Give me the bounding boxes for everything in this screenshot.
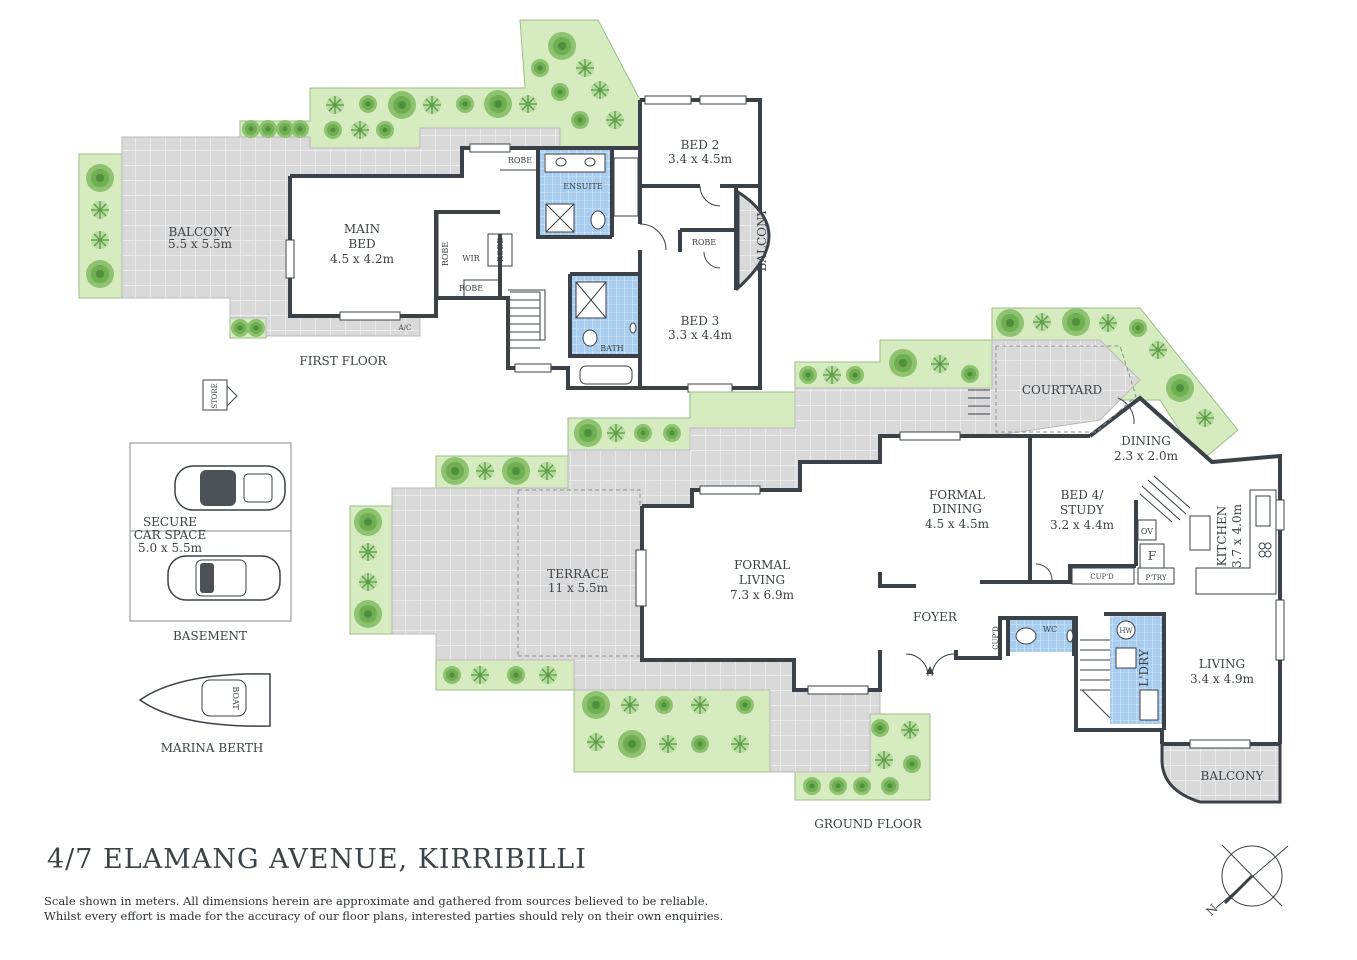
balcony-bed2-label: BALCONY [755, 207, 769, 271]
property-address: 4/7 ELAMANG AVENUE, KIRRIBILLI [47, 844, 587, 875]
oven-label: OV [1141, 527, 1153, 536]
courtyard-label: COURTYARD [1022, 383, 1102, 397]
ptry-label: P'TRY [1146, 574, 1167, 582]
ground-floor [349, 307, 1289, 909]
first-floor [78, 19, 771, 411]
balcony-first-label: BALCONY [169, 225, 233, 239]
cupd-label-bed4: CUP'D [1090, 573, 1114, 581]
formal-dining-label-2: DINING [932, 502, 982, 516]
marina-boat [138, 673, 271, 727]
store-label: STORE [211, 383, 219, 409]
marina-label: MARINA BERTH [161, 741, 264, 755]
wet-fixtures [1015, 620, 1159, 721]
living-dims: 3.4 x 4.9m [1190, 672, 1255, 686]
store-box [202, 379, 238, 411]
kitchen-fixtures [1071, 489, 1277, 595]
main-bed-dims: 4.5 x 4.2m [330, 252, 395, 266]
kitchen-dims: 3.7 x 4.0m [1230, 503, 1244, 568]
balcony-ground-paving [1160, 742, 1282, 804]
car-space-label-2: CAR SPACE [134, 528, 207, 542]
bath-label: BATH [600, 344, 624, 353]
dining-label: DINING [1121, 434, 1171, 448]
robe-label-ensuite: ROBE [508, 156, 532, 165]
compass-north-label: N [1203, 901, 1220, 918]
cupd-label-foyer: CUP'D [992, 626, 1000, 650]
first-floor-label: FIRST FLOOR [299, 354, 387, 368]
robe-label-wir: ROBE [459, 284, 483, 293]
balcony-first-dims: 5.5 x 5.5m [168, 237, 233, 251]
laundry-label: L'DRY [1137, 648, 1151, 687]
bed2-dims: 3.4 x 4.5m [668, 152, 733, 166]
hw-label: HW [1119, 627, 1133, 635]
car-icon-top [174, 465, 286, 511]
dining-dims: 2.3 x 2.0m [1114, 449, 1179, 463]
compass-icon [1215, 844, 1289, 909]
main-bed-label-2: BED [348, 237, 375, 251]
ac-label: A/C [398, 324, 412, 332]
disclaimer-line-2: Whilst every effort is made for the accu… [44, 909, 724, 923]
stairs-ground [968, 389, 1191, 719]
terrace-label: TERRACE [547, 567, 608, 581]
disclaimer: Scale shown in meters. All dimensions he… [44, 894, 723, 924]
car-icon-bottom [167, 555, 281, 601]
formal-living-label-1: FORMAL [734, 558, 790, 572]
formal-living-dims: 7.3 x 6.9m [730, 588, 795, 602]
bed4-label-1: BED 4/ [1061, 488, 1105, 502]
bed3-label: BED 3 [681, 314, 720, 328]
basement [129, 442, 292, 622]
kitchen-label: KITCHEN [1215, 506, 1229, 567]
ensuite-label: ENSUITE [563, 182, 603, 191]
car-space-label-1: SECURE [143, 515, 197, 529]
disclaimer-line-1: Scale shown in meters. All dimensions he… [44, 894, 709, 908]
robe-label-left: ROBE [441, 242, 450, 266]
stairs-first [510, 291, 541, 349]
robe-label-bed3: ROBE [692, 238, 716, 247]
basement-label: BASEMENT [173, 629, 247, 643]
fridge-label: F [1148, 549, 1156, 563]
terrace-dims: 11 x 5.5m [548, 581, 609, 595]
foyer-label: FOYER [913, 610, 958, 624]
bed4-dims: 3.2 x 4.4m [1050, 518, 1115, 532]
car-space-dims: 5.0 x 5.5m [138, 541, 203, 555]
main-bed-label-1: MAIN [344, 222, 380, 236]
formal-living-label-2: LIVING [739, 573, 785, 587]
living-label: LIVING [1199, 657, 1245, 671]
wir-label: WIR [462, 254, 480, 263]
robe-label-right: ROBE [496, 238, 505, 262]
wc-label: WC [1043, 625, 1057, 634]
formal-dining-label-1: FORMAL [929, 488, 985, 502]
ground-floor-label: GROUND FLOOR [814, 817, 922, 831]
bed4-label-2: STUDY [1060, 503, 1105, 517]
boat-label: BOAT [231, 686, 240, 710]
balcony-bed2 [736, 189, 771, 292]
formal-dining-dims: 4.5 x 4.5m [925, 517, 990, 531]
bed2-label: BED 2 [681, 138, 720, 152]
bed3-dims: 3.3 x 4.4m [668, 328, 733, 342]
ensuite-fixtures [544, 153, 639, 385]
balcony-ground-label: BALCONY [1201, 769, 1265, 783]
